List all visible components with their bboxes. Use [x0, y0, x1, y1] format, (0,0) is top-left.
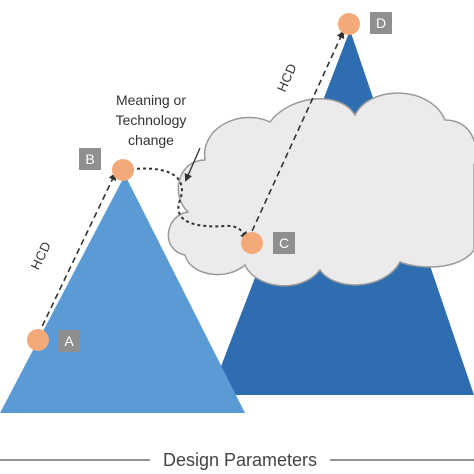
meaning-line-3: change: [128, 132, 174, 148]
meaning-line-1: Meaning or: [115, 92, 187, 108]
point-b: [112, 159, 134, 181]
design-parameters-label: Design Parameters: [150, 450, 330, 471]
meaning-pointer: [184, 147, 201, 182]
point-a: [27, 329, 49, 351]
label-b: B: [79, 148, 101, 170]
point-d: [338, 13, 360, 35]
left-mountain: [0, 175, 245, 413]
label-d: D: [370, 12, 392, 34]
cloud: [167, 92, 474, 287]
label-c: C: [273, 232, 295, 254]
point-c: [241, 232, 263, 254]
label-a: A: [58, 330, 80, 352]
meaning-line-2: Technology: [115, 112, 187, 128]
meaning-technology-change-note: Meaning or Technology change: [92, 90, 210, 150]
change-path: [124, 167, 249, 240]
hcd-path-right: [247, 30, 345, 241]
